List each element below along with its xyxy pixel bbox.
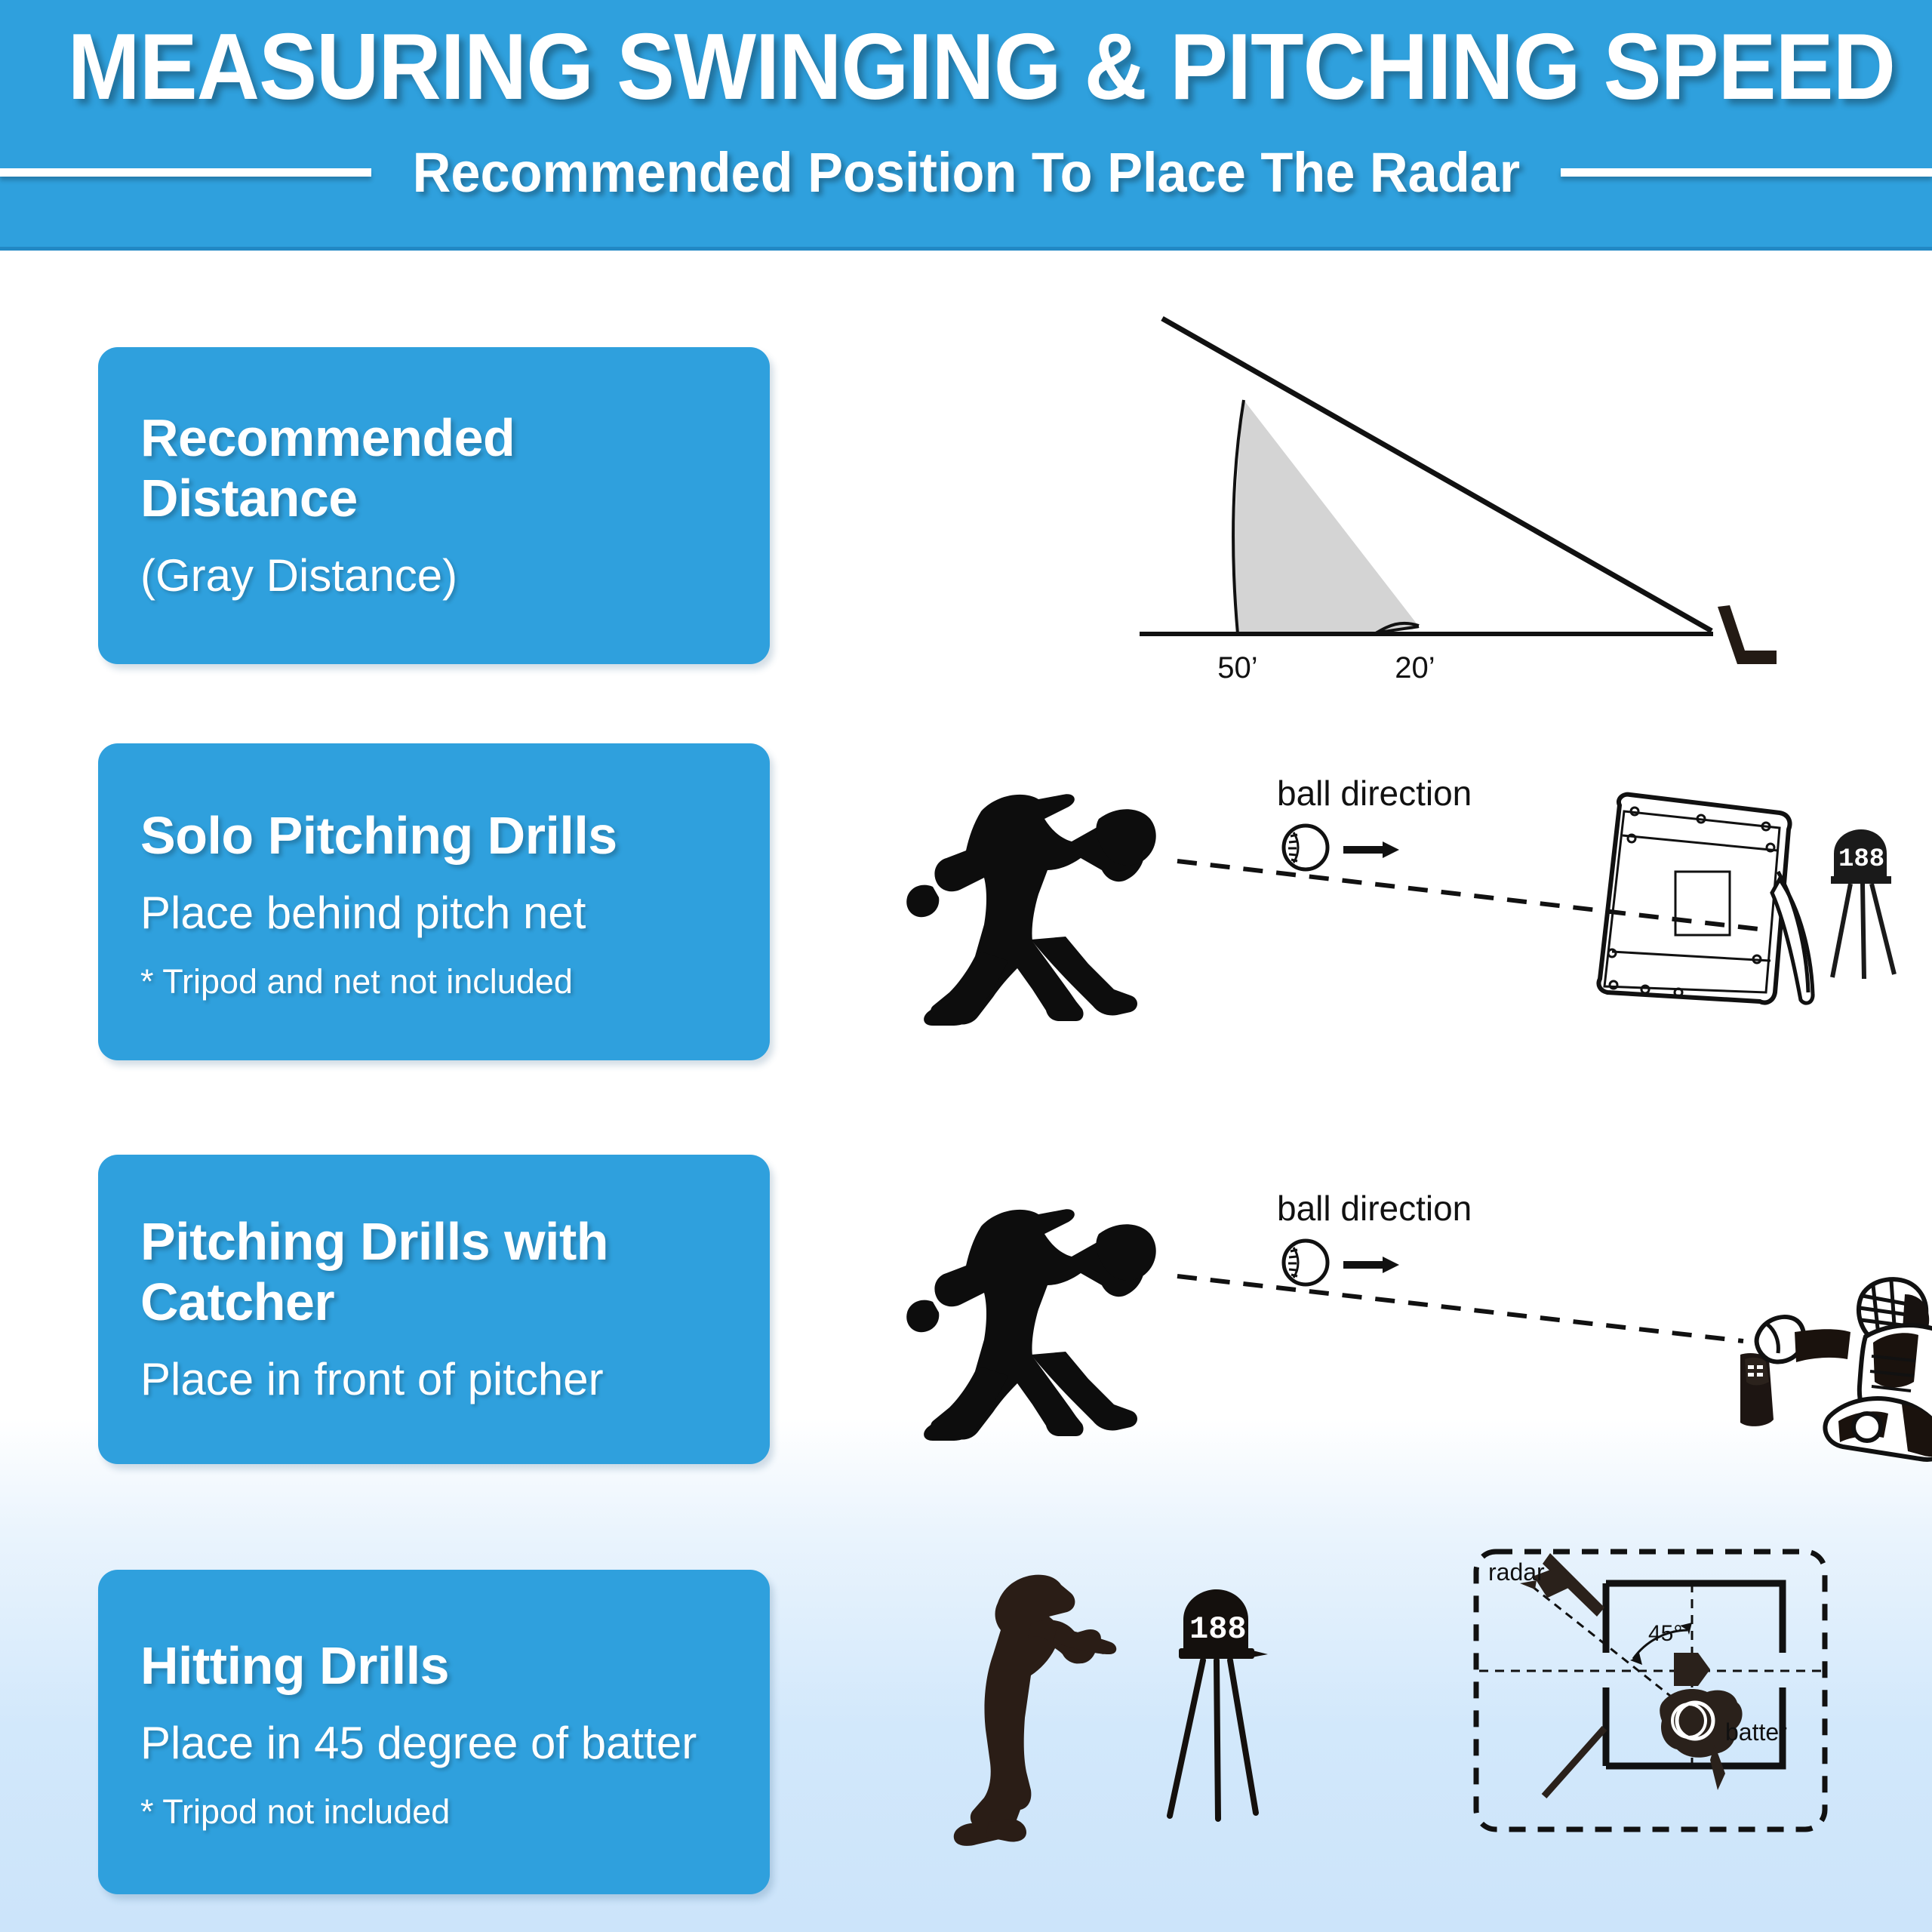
card-title: Solo Pitching Drills — [140, 806, 617, 866]
bat-icon — [1054, 1627, 1117, 1654]
ball-direction-label: ball direction — [1277, 774, 1472, 813]
ball-direction-label: ball direction — [1277, 1189, 1472, 1228]
card-subtitle: Place in 45 degree of batter — [140, 1717, 697, 1768]
card-subtitle: (Gray Distance) — [140, 549, 458, 601]
catcher-silhouette — [1754, 1277, 1932, 1462]
card-title: Hitting Drills — [140, 1636, 450, 1696]
batter-silhouette — [953, 1574, 1108, 1846]
radar-on-tripod: 188 — [1167, 1589, 1268, 1822]
radar-device-icon — [1718, 605, 1777, 664]
home-plate-icon — [1674, 1653, 1710, 1686]
card-solo-pitching-drills[interactable]: Solo Pitching Drills Place behind pitch … — [98, 743, 770, 1060]
angle-label: 45° — [1648, 1621, 1682, 1646]
batter-label: batter — [1725, 1718, 1787, 1746]
pitcher-to-catcher-diagram: ball direction — [891, 1181, 1932, 1483]
arrow-right-icon — [1343, 1257, 1399, 1273]
pitcher-silhouette — [906, 1209, 1156, 1441]
radar-device — [1740, 1353, 1774, 1426]
card-subtitle: Place behind pitch net — [140, 887, 586, 938]
card-note: * Tripod not included — [140, 1792, 451, 1831]
radar-label: radar — [1488, 1558, 1545, 1586]
card-recommended-distance[interactable]: Recommended Distance (Gray Distance) — [98, 347, 770, 664]
ball-trajectory-line — [1177, 1274, 1744, 1343]
radar-display-value: 188 — [1189, 1611, 1247, 1647]
batter-and-radar-illustration: 188 — [943, 1570, 1298, 1887]
card-title: Pitching Drills with Catcher — [140, 1212, 609, 1331]
gray-distance-band — [1234, 400, 1419, 634]
row-solo-pitching-drills: Solo Pitching Drills Place behind pitch … — [0, 743, 1932, 1098]
ball-trajectory-line — [1177, 859, 1759, 931]
subtitle-rule-left — [0, 168, 371, 177]
card-title: Recommended Distance — [140, 408, 515, 528]
distance-label-far: 50’ — [1217, 651, 1257, 685]
diagram-outer-frame — [1473, 1549, 1828, 1832]
row-hitting-drills: Hitting Drills Place in 45 degree of bat… — [0, 1549, 1932, 1909]
batter-box-topdown-diagram: 45° radar batter — [1472, 1547, 1834, 1849]
row-pitching-drills-with-catcher: Pitching Drills with Catcher Place in fr… — [0, 1155, 1932, 1517]
batters-box — [1602, 1580, 1786, 1770]
card-hitting-drills[interactable]: Hitting Drills Place in 45 degree of bat… — [98, 1570, 770, 1894]
card-subtitle: Place in front of pitcher — [140, 1353, 604, 1404]
distance-label-near: 20’ — [1395, 651, 1435, 685]
cone-upper-edge — [1161, 315, 1713, 634]
subtitle-row: Recommended Position To Place The Radar — [0, 140, 1932, 205]
pitching-net — [1596, 792, 1815, 1005]
page-subtitle: Recommended Position To Place The Radar — [412, 141, 1520, 204]
radar-display-value: 188 — [1838, 845, 1884, 874]
radar-stand-icon — [1520, 1553, 1607, 1798]
distance-wedge-diagram: 50’ 20’ — [1117, 302, 1796, 685]
pitcher-silhouette — [906, 794, 1156, 1026]
subtitle-rule-right — [1561, 168, 1932, 177]
arrow-right-icon — [1343, 841, 1399, 858]
page-title: MEASURING SWINGING & PITCHING SPEED — [67, 15, 1896, 119]
row-recommended-distance: Recommended Distance (Gray Distance) — [0, 315, 1932, 709]
baseball-icon — [1281, 1238, 1330, 1287]
baseball-icon — [1281, 823, 1330, 872]
batter-topdown-icon — [1660, 1689, 1743, 1790]
card-note: * Tripod and net not included — [140, 961, 573, 1001]
card-pitching-drills-with-catcher[interactable]: Pitching Drills with Catcher Place in fr… — [98, 1155, 770, 1464]
radar-on-tripod: 188 — [1830, 829, 1897, 980]
pitcher-to-net-diagram: ball direction — [891, 766, 1902, 1068]
header-banner: MEASURING SWINGING & PITCHING SPEED Reco… — [0, 0, 1932, 251]
